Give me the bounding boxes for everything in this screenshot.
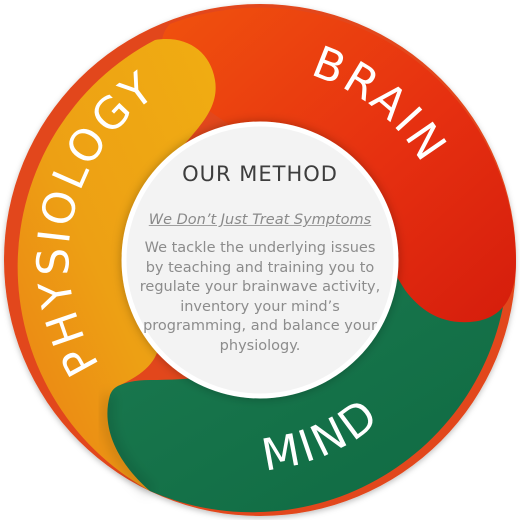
center-subtitle: We Don’t Just Treat Symptoms bbox=[148, 212, 372, 228]
center-content: OUR METHOD We Don’t Just Treat Symptoms … bbox=[124, 124, 396, 396]
center-body-text: We tackle the underlying issues by teach… bbox=[139, 240, 381, 354]
center-circle bbox=[121, 121, 399, 399]
center-title: OUR METHOD bbox=[182, 162, 338, 186]
physiology-segment bbox=[17, 39, 216, 492]
